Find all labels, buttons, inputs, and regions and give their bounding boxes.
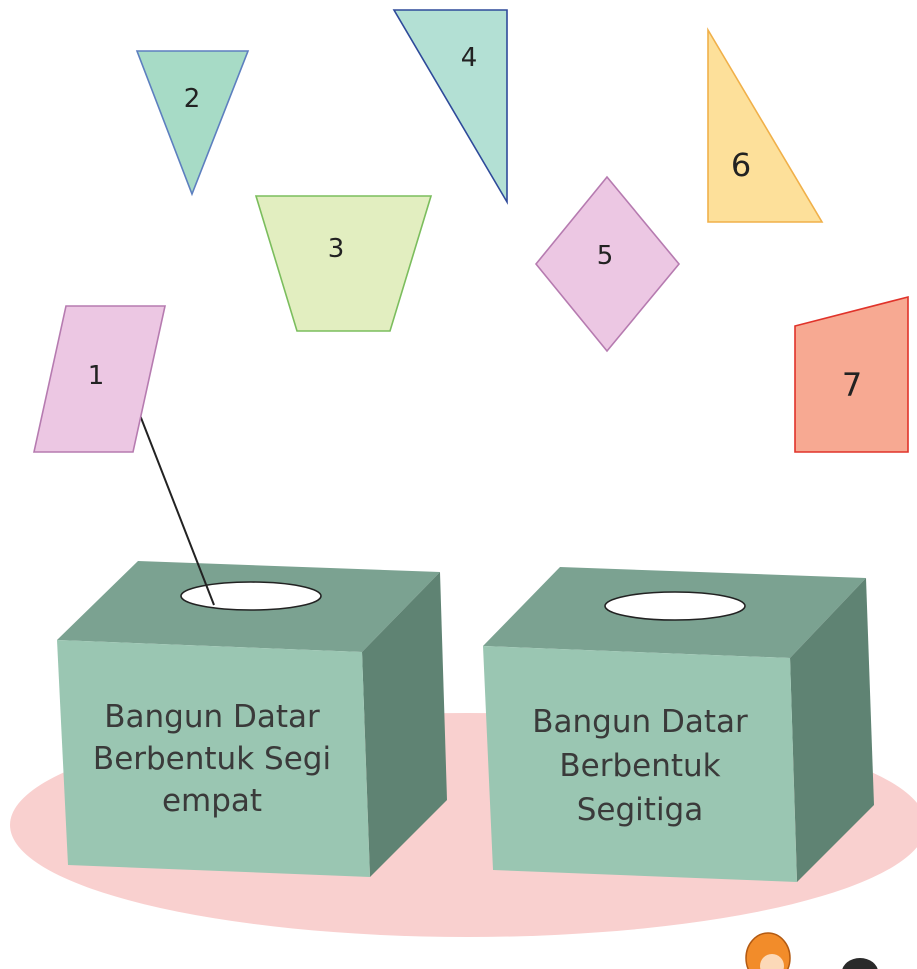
box-slot[interactable] (180, 581, 322, 611)
box-front (483, 646, 797, 882)
character-face (760, 954, 784, 969)
box-side (790, 578, 874, 882)
trapezium-shape (794, 295, 909, 453)
shape-number: 4 (461, 43, 478, 73)
shape-2[interactable]: 2 (135, 50, 250, 197)
shape-7[interactable]: 7 (794, 295, 909, 453)
box-label-line-1: Bangun Datar (532, 704, 748, 740)
box-label-line-1: Bangun Datar (104, 699, 320, 735)
box-front (57, 640, 370, 877)
shape-number: 2 (184, 84, 201, 114)
shape-number: 1 (88, 361, 105, 391)
shape-3[interactable]: 3 (254, 195, 433, 332)
shape-number: 6 (731, 146, 751, 184)
connector-line (128, 386, 215, 606)
triangle-shape (392, 9, 508, 205)
character-hair-dark (842, 958, 878, 969)
box-segi-empat[interactable]: Bangun Datar Berbentuk Segi empat (57, 561, 447, 877)
box-slot[interactable] (604, 591, 746, 621)
shape-6[interactable]: 6 (707, 27, 824, 223)
triangle-shape (707, 27, 824, 223)
box-side (362, 572, 447, 877)
trapezoid-shape (254, 195, 433, 332)
box-label-line-2: Berbentuk (559, 748, 720, 784)
box-label-line-2: Berbentuk Segi (93, 741, 331, 777)
character-figure (745, 932, 878, 969)
shape-number: 5 (597, 241, 614, 271)
shape-4[interactable]: 4 (392, 9, 508, 205)
box-label-line-3: empat (162, 783, 262, 819)
parallelogram-shape (33, 305, 166, 453)
shape-1[interactable]: 1 (33, 305, 166, 453)
triangle-shape (135, 50, 250, 197)
shape-number: 7 (842, 366, 862, 404)
box-segitiga[interactable]: Bangun Datar Berbentuk Segitiga (483, 567, 874, 882)
shape-5[interactable]: 5 (534, 175, 681, 353)
box-label-line-3: Segitiga (577, 792, 703, 828)
rhombus-shape (534, 175, 681, 353)
shape-number: 3 (328, 234, 345, 264)
